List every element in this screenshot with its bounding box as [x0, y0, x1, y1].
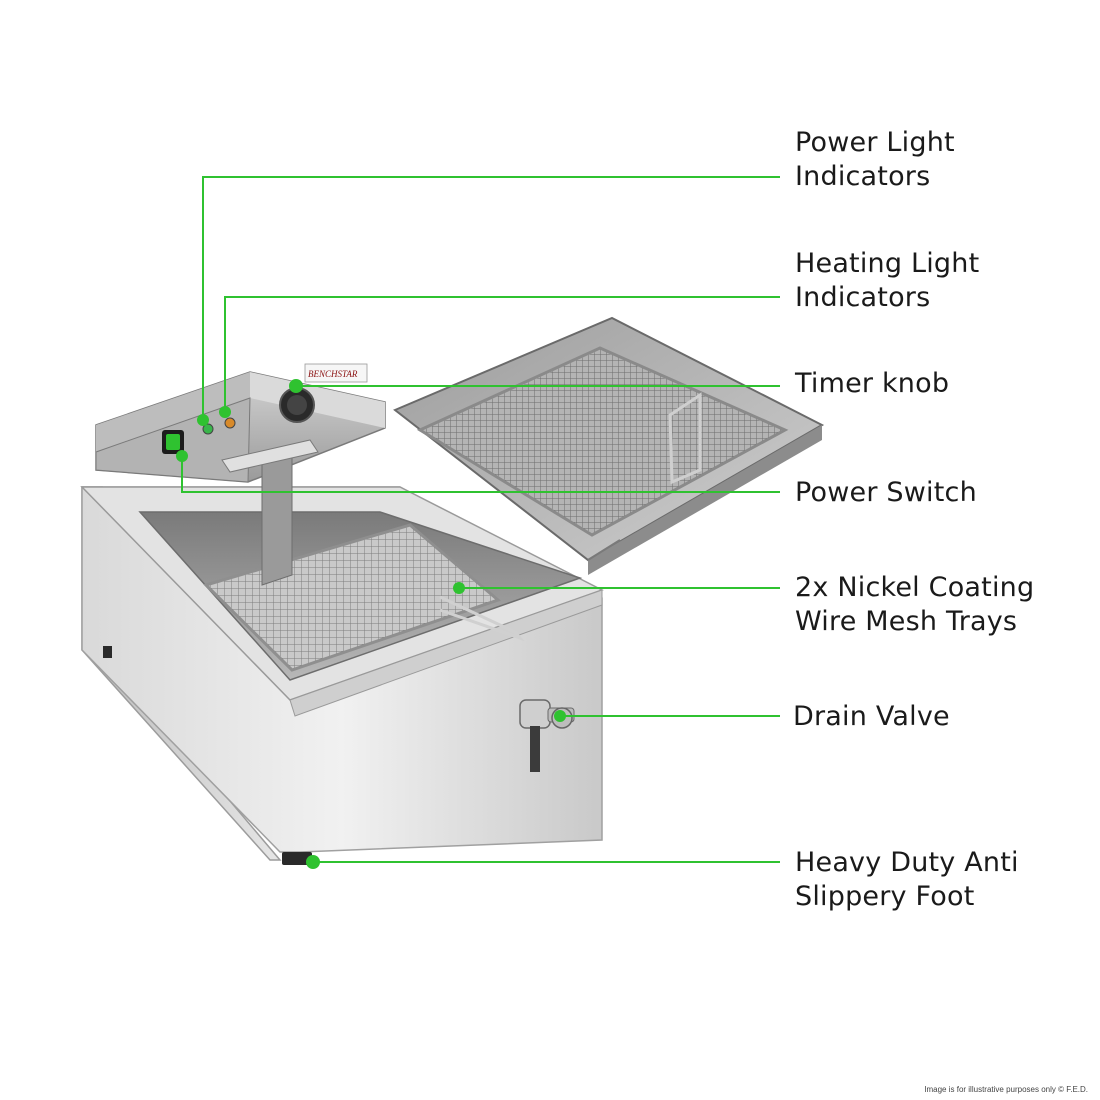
brand-logo-text: BENCHSTAR: [308, 369, 358, 379]
label-foot: Heavy Duty Anti Slippery Foot: [795, 847, 1019, 912]
label-heating-light: Heating Light Indicators: [795, 248, 980, 313]
dot-power-switch: [176, 450, 188, 462]
callout-dots: [176, 379, 566, 869]
front-wire-basket: [203, 523, 525, 672]
foot-front: [282, 852, 312, 865]
leader-power-switch: [181, 456, 780, 493]
disclaimer-footnote: Image is for illustrative purposes only …: [924, 1085, 1088, 1094]
label-power-light: Power Light Indicators: [795, 127, 955, 192]
label-mesh-trays: 2x Nickel Coating Wire Mesh Trays: [795, 572, 1035, 637]
control-head: BENCHSTAR: [95, 363, 386, 586]
label-power-switch: Power Switch: [795, 477, 977, 508]
dot-mesh-trays: [453, 582, 465, 594]
open-lid: [393, 316, 825, 575]
dot-power-light: [197, 414, 209, 426]
heating-light-indicator: [224, 417, 236, 429]
dot-heating-light: [219, 406, 231, 418]
leader-power-light: [202, 176, 780, 420]
label-timer-knob: Timer knob: [795, 368, 950, 399]
leader-heating-light: [224, 296, 780, 412]
dot-foot: [306, 855, 320, 869]
callout-lines: [181, 176, 780, 863]
dot-timer-knob: [289, 379, 303, 393]
dot-drain-valve: [554, 710, 566, 722]
foot-back: [103, 646, 112, 658]
power-light-indicator: [202, 423, 214, 435]
label-drain-valve: Drain Valve: [793, 701, 950, 732]
